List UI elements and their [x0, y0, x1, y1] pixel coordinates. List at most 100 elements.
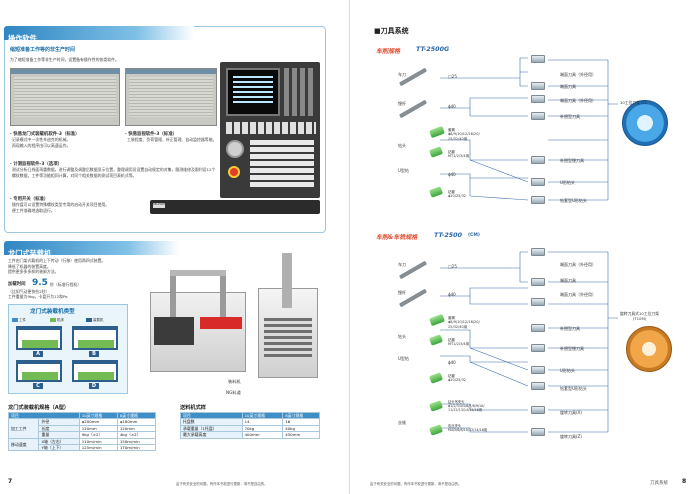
b2-holder-2: 端面刀具 — [560, 278, 576, 283]
stocker-table-title: 送料机式样 — [180, 405, 206, 411]
spec-weight-8in: 4kg（×2） — [116, 431, 157, 439]
block2-heading: 车削&车铣规格 — [376, 234, 418, 241]
handwheel — [226, 140, 244, 158]
feature-1-desc: 记录模式中一次性辛迪克的机械。 再现输入的程序由可以高速运作。 — [12, 137, 71, 148]
b2-holder-7-img — [531, 382, 545, 390]
b2-holder-2-img — [531, 278, 545, 286]
b1-holder-4-img — [531, 112, 545, 120]
footer-left: 由于有关安全的问题，有作本书权进行更新，请不是自由的。 — [176, 482, 268, 486]
b1-turret-img — [622, 100, 668, 146]
b2-holder-4: 补偿型刀具 — [560, 326, 580, 331]
right-page: ■刀具系统 车削规格 TT-2500G 车刀 □25 镗杆 ϕ40 套筒 ϕ8/… — [350, 0, 700, 494]
type-a-label: A — [33, 351, 43, 357]
b1-holder-6: U形钻头 — [560, 180, 575, 185]
loader-machine-photo — [140, 262, 250, 392]
b2-size-40: ϕ40 — [448, 292, 456, 297]
spec-label-y-axis: Y轴（上下） — [38, 443, 80, 452]
control-panel — [220, 62, 320, 198]
type-c-label: C — [33, 383, 43, 389]
block1-connector-lines — [440, 57, 618, 433]
block2-model-suffix: (CM) — [468, 233, 480, 238]
panel-softkeys: TRACE MONITOR POS PROG OFFSET SYSTEM MES… — [150, 200, 320, 214]
legend-loader-label: 装载机 — [93, 318, 104, 322]
page-number-right: 8 — [682, 478, 687, 485]
software-title-bar: 操作软件 — [4, 26, 194, 43]
b2-holder-7: 钻套型U形钻头 — [560, 386, 587, 391]
b2-holder-6: U形钻头 — [560, 368, 575, 373]
panel-display — [226, 68, 280, 116]
b2-group-drill: 钻头 — [398, 334, 406, 339]
b1-holder-6-img — [531, 178, 545, 186]
legend-loader — [86, 318, 92, 322]
left-page: 操作软件 缩短准备工作等的非生产时间 为了缩短准备工作等非生产时间，设置备有操作… — [4, 0, 350, 494]
b1-group-boring: 镗杆 — [398, 101, 406, 106]
tool-system-title: ■刀具系统 — [374, 27, 409, 35]
b2-holder-5: 补偿型镗刀具 — [560, 346, 584, 351]
b1-size-collet: 钻套 ϕ20/25/32 — [448, 190, 467, 199]
spec-header-8in: 8英寸规格 — [116, 411, 157, 420]
spec-group-workpiece: 加工工件 — [7, 418, 40, 439]
b2-holder-1-img — [531, 248, 545, 256]
callout-ng-chute: NG料道 — [226, 390, 241, 395]
loader-title: 龙门式装载机 — [8, 249, 52, 258]
b2-holder-1: 端面刀具（外径用） — [560, 262, 596, 267]
loader-speed-value: 9.5 — [32, 278, 48, 288]
stocker-height-10in: 400mm — [241, 431, 284, 439]
feature-1-title: · 快易龙门式装载机软件-3（标准） — [10, 132, 80, 137]
b2-group-u-drill: U型钻 — [398, 356, 409, 361]
screen-monitor-software — [125, 68, 217, 126]
legend-workpiece-label: 工件 — [19, 318, 26, 322]
b1-holder-5: 补偿型镗刀具 — [560, 158, 584, 163]
b1-group-u-drill: U型钻 — [398, 168, 409, 173]
callout-loader: 装料机 — [228, 379, 241, 384]
b1-size-25: □25 — [448, 74, 457, 79]
stocker-header-8in: 8英寸规格 — [282, 411, 320, 420]
softkey-10: HELP — [153, 203, 160, 208]
b1-turret-label: 10工位刀架T10 — [620, 100, 648, 105]
b2-holder-9: 旋转刀具(Z) — [560, 434, 582, 439]
b1-holder-1: 端面刀具（外径用） — [560, 72, 596, 77]
feature-2-desc: 工装程度、负荷管理、补正管理、自动监控器等能。 — [127, 137, 217, 142]
loader-types-title: 龙门式装载机类型 — [30, 309, 75, 315]
b2-holder-3: 端面刀具（外径用） — [560, 292, 596, 297]
type-a-diagram — [16, 326, 62, 350]
spec-y-8in: 170m/min — [116, 443, 157, 452]
panel-mode-keys — [226, 122, 316, 134]
type-d-label: D — [89, 383, 99, 389]
software-intro: 为了缩短准备工作等非生产时间，设置备有操作性的各类软件。 — [10, 57, 119, 62]
feature-4-title: · 专用开关（标准） — [10, 197, 49, 202]
b2-holder-5-img — [531, 344, 545, 352]
b1-holder-3-img — [531, 95, 545, 103]
type-b-diagram — [72, 326, 118, 350]
b2-size-drill-chuck: 钻头吊夹头 ϕ1/2/3/4/5/6/7/8/9/10/ 11/12/13/14… — [448, 400, 485, 413]
screen-loader-software — [10, 68, 120, 126]
b1-size-socket: 钻套 MT1/2/3/4用 — [448, 150, 470, 159]
b1-size-40b: ϕ40 — [448, 172, 456, 177]
block1-heading: 车削规格 — [376, 48, 401, 55]
b2-holder-6-img — [531, 366, 545, 374]
stocker-photo — [248, 248, 328, 388]
loader-speed-note2: 工件重量为9kg，卡盘开为12和Pa — [8, 294, 68, 299]
spec-group-speed: 移动速度 — [7, 437, 40, 452]
b2-holder-9-img — [531, 428, 545, 436]
spec-diameter-8in: φ180mm — [116, 418, 157, 426]
loader-speed-label: 加载时间 — [8, 282, 26, 287]
b1-size-sleeve: 套筒 ϕ8/9/10/12/16/20/ 25/32/40用 — [448, 128, 480, 141]
panel-keypad — [284, 68, 316, 116]
b2-holder-4-img — [531, 324, 545, 332]
b2-size-tap-chuck: 攻丝夹头 M4/5/6/8/10/12/14/16用 — [448, 424, 488, 433]
emergency-stop — [228, 166, 240, 178]
legend-machine — [50, 318, 56, 322]
legend-machine-label: 机床 — [57, 318, 64, 322]
stocker-spec-table: 项目 10英寸规格 8英寸规格 托盘数 14 16 承载重量（1托盘） 70kg… — [180, 411, 320, 439]
b2-turret-label: 旋转刀具式10工位刀架 (T10M) — [620, 311, 660, 321]
b1-holder-2-img — [531, 82, 545, 90]
footer-right: 由于有关安全的问题，有作本书权进行更新，请不是自由的。 — [370, 482, 462, 486]
b1-holder-7: 钻套型U形钻头 — [560, 198, 587, 203]
block2-model: TT-2500 — [434, 232, 462, 239]
feature-2-title: · 快易监视软件-3（标准） — [125, 132, 177, 137]
b2-size-socket: 钻套 MT1/2/3/4用 — [448, 338, 470, 347]
b2-size-40b: ϕ40 — [448, 360, 456, 365]
software-subtitle: 缩短准备工作等的非生产时间 — [10, 47, 76, 53]
page-label-right: 刀具系统 — [650, 481, 668, 486]
